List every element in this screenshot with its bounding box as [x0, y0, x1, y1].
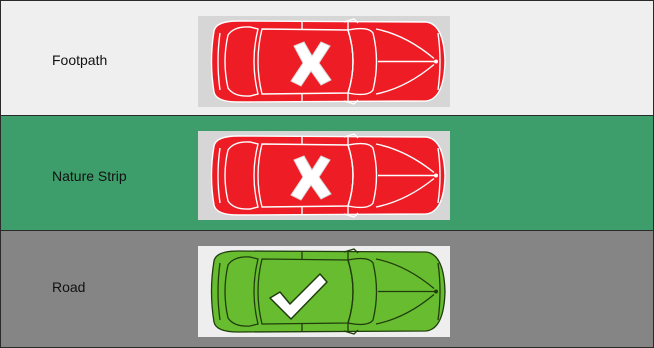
car-body	[212, 134, 446, 217]
nature-strip-label: Nature Strip	[52, 168, 127, 184]
car-body	[212, 249, 446, 334]
green-car-icon	[198, 246, 450, 337]
red-car-icon	[198, 16, 450, 107]
road-row: Road	[1, 231, 653, 347]
cross-icon	[289, 40, 333, 88]
car-road	[198, 246, 450, 337]
road-label: Road	[52, 279, 85, 295]
car-footpath	[198, 16, 450, 107]
car-nature-strip	[198, 131, 450, 220]
footpath-row: Footpath	[1, 1, 653, 116]
nature-strip-row: Nature Strip	[1, 116, 653, 231]
footpath-label: Footpath	[52, 52, 107, 68]
red-car-icon	[198, 131, 450, 220]
